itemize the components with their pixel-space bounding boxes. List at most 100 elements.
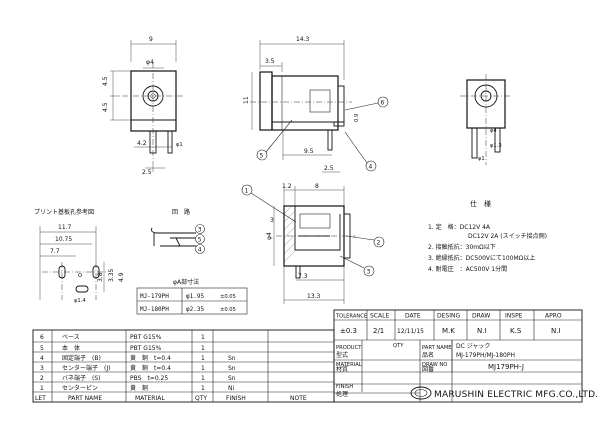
parts-header-material: MATERIAL [135,395,165,402]
part-row-4-qty: 1 [201,375,205,382]
part-row-1-name: 本 体 [62,344,80,352]
side-dim-front: 3.5 [265,58,275,65]
part-row-0-name: ベース [62,334,80,341]
part-row-1-material: PBT G15% [130,345,162,352]
side-callout-5: 5 [260,153,264,160]
part-row-3-finish: Sn [228,365,236,372]
tb-drawno-label-jp: 図番 [422,366,434,373]
tb-product-label-jp: 型式 [336,351,348,359]
tb-company-name: MARUSHIN ELECTRIC MFG.CO.,LTD. [434,390,598,400]
rear-dim-r2: φ1.3 [490,143,502,149]
tb-value-tolerance: ±0.3 [340,327,357,335]
front-dim-pin-dia: φ1 [176,142,183,148]
side-callout-6: 6 [381,100,385,107]
parts-header-finish: FINISH [226,395,246,402]
top-view: 1.2 8 φ4 3 7.3 13.3 1 2 [241,183,385,304]
phi-row-0-model: MJ-179PH [140,293,169,300]
tb-label-draw: DRAW [472,313,490,320]
part-row-5-let: 1 [40,385,44,392]
tb-finish-label-en: FINISH [336,384,353,390]
part-row-3-material: 黄 銅 t=0.4 [130,364,171,372]
part-row-4-let: 2 [40,375,44,382]
spec-line-1: DC12V 2A (スイッチ接点側) [468,232,547,240]
phi-row-1-value: φ2.35 [186,306,204,313]
part-row-5-finish: Ni [228,385,234,392]
front-view: 9 φ4 4.5 4.5 4.2 φ1 2.5 [102,36,185,176]
spec-line-4: 4. 耐電圧 ：AC500V 1分間 [428,265,507,273]
top-callout-2: 2 [377,240,381,247]
side-dim-edge: 0.9 [354,114,360,122]
front-dim-height1: 4.5 [102,76,109,86]
tb-label-date: DATE [405,313,421,320]
part-row-0-let: 6 [40,334,44,341]
phi-row-1-model: MJ-180PH [140,306,169,313]
pcb-dim-1: 10.75 [55,236,72,243]
tb-material-label-jp: 材質 [336,365,348,373]
circuit-pin-3: 3 [198,226,202,233]
part-row-5-qty: 1 [201,385,205,392]
tb-material-label-en: MATERIAL [336,362,362,368]
tb-partname-value2: MJ-179PH/MJ-180PH [456,352,515,359]
part-row-5-name: センターピン [62,384,98,392]
tb-label-scale: SCALE [370,313,389,320]
tb-partname-value1: DC ジャック [456,343,490,350]
specs-title: 仕 様 [470,199,491,208]
front-dim-bore: φ4 [146,59,154,66]
side-dim-gap: 2.5 [324,165,334,172]
top-callout-1: 1 [245,188,249,195]
part-row-4-name: バネ端子 (S) [62,374,101,382]
part-row-1-let: 5 [40,345,44,352]
parts-header-name: PART NAME [68,395,102,402]
pcb-dim-5: 4.9 [118,272,125,282]
part-row-2-qty: 1 [201,355,205,362]
top-dim-f: 13.3 [307,293,321,300]
pcb-dim-2: 7.7 [50,248,60,255]
part-row-2-name: 固定端子 (B) [62,354,101,362]
tb-label-desing: DESING [437,313,460,320]
tb-partname-label-en: PART NAME [422,345,452,351]
part-row-4-finish: Sn [228,375,236,382]
tb-finish-label-jp: 処理 [336,390,348,398]
circuit-pin-4: 4 [198,246,202,253]
tb-drawno-label-en: DRAW NO [422,362,447,368]
pcb-dim-6: φ1.4 [74,298,86,304]
part-row-5-material: 黄 銅 [130,384,148,392]
part-row-2-material: 黄 銅 t=0.4 [130,354,171,362]
tb-drawno-value: MJ179PH-J [488,363,524,371]
part-row-0-qty: 1 [201,334,205,341]
tb-value-desing: M.K [442,327,455,335]
title-block: TOLERANCE SCALE DATE DESING DRAW INSPE A… [333,309,598,403]
circuit-diagram: 回 路 3 5 4 [151,208,205,254]
tb-value-apro: N.I [551,327,561,335]
front-dim-height2: 4.5 [102,102,109,112]
pcb-dim-3: 3.8 [97,272,104,282]
tb-label-inspe: INSPE [505,313,523,320]
tb-label-tolerance: TOLERANCE [335,314,367,320]
phi-row-1-tol: ±0.05 [220,307,236,313]
parts-list: 6 ベース PBT G15% 1 5 本 体 PBT G15% 1 4 固定端子… [32,329,335,403]
spec-line-0: 1. 定 格：DC12V 4A [428,223,491,231]
part-row-2-finish: Sn [228,355,236,362]
circuit-pin-5: 5 [198,236,202,243]
tb-qty-label: QTY [393,343,404,349]
front-dim-pin: 4.2 [137,140,147,147]
pcb-hole-drawing: プリント基板孔参考図 11.7 10.75 7.7 3.8 3.35 4.9 φ… [34,208,125,304]
top-dim-b: 8 [315,183,319,190]
spec-line-2: 2. 接触抵抗：30mΩ以下 [428,243,496,251]
part-row-3-qty: 1 [201,365,205,372]
phi-row-0-tol: ±0.05 [220,294,236,300]
tb-value-inspe: K.S [510,327,522,335]
rear-dim-r1: φ4 [490,128,497,134]
tb-product-label-en: PRODUCT [336,345,362,351]
side-dim-length: 14.3 [296,36,310,43]
tb-value-draw: N.I [477,327,487,335]
top-dim-a: 1.2 [282,183,292,190]
parts-header-note: NOTE [290,395,307,402]
part-row-2-let: 4 [40,355,44,362]
pcb-title: プリント基板孔参考図 [34,208,94,216]
top-dim-e: 7.3 [298,273,308,280]
tb-label-apro: APRO [545,313,562,320]
pcb-dim-4: 3.35 [108,268,115,282]
side-callout-4: 4 [369,164,373,171]
